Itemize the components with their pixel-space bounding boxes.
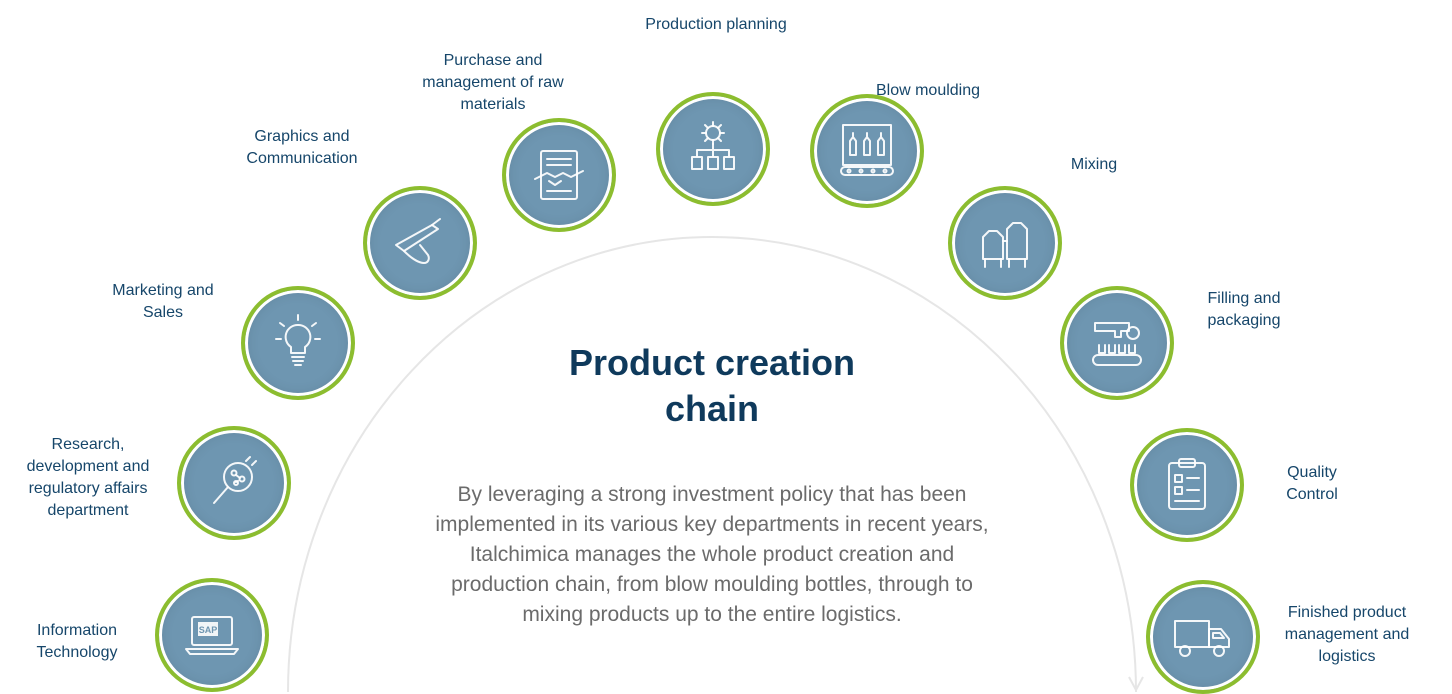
- laptop-screen-text: SAP: [199, 625, 218, 635]
- step-label-purchase: Purchase and management of raw materials: [422, 52, 564, 113]
- step-label-graphics: Graphics and Communication: [246, 128, 358, 167]
- step-label-marketing: Marketing and Sales: [112, 282, 214, 321]
- lightbulb-icon: [275, 314, 321, 366]
- step-circle-information-technology: SAP: [155, 578, 269, 692]
- diagram-title: Product creation chain: [568, 342, 856, 429]
- step-circle-purchase: [502, 118, 616, 232]
- step-label-blow-moulding: Blow moulding: [875, 82, 981, 99]
- step-circle-mixing: [948, 186, 1062, 300]
- step-label-filling: Filling and packaging: [1207, 290, 1281, 329]
- arc-arrowhead: [1128, 676, 1144, 692]
- clipboard-checklist-icon: [1168, 458, 1206, 510]
- step-label-mixing: Mixing: [1070, 156, 1118, 173]
- step-circle-filling: [1060, 286, 1174, 400]
- step-label-information-technology: Information Technology: [36, 622, 118, 661]
- bottle-conveyor-icon: [840, 124, 894, 176]
- gear-flowchart-icon: [691, 121, 735, 170]
- step-circle-blow-moulding: [810, 94, 924, 208]
- step-circle-logistics: [1146, 580, 1260, 694]
- truck-icon: [1174, 620, 1230, 657]
- filling-machine-icon: [1092, 322, 1142, 366]
- mixing-tanks-icon: [982, 222, 1028, 268]
- step-circle-graphics: [363, 186, 477, 300]
- step-label-research: Research, development and regulatory aff…: [26, 436, 150, 519]
- handshake-document-icon: [534, 150, 584, 200]
- laptop-sap-icon: SAP: [185, 616, 239, 655]
- step-circle-marketing: [241, 286, 355, 400]
- hand-pen-icon: [395, 218, 441, 264]
- diagram-description: By leveraging a strong investment policy…: [435, 483, 989, 626]
- step-label-logistics: Finished product management and logistic…: [1284, 604, 1410, 665]
- step-label-quality-control: Quality Control: [1286, 464, 1338, 503]
- step-circle-research: [177, 426, 291, 540]
- step-circle-production-planning: [656, 92, 770, 206]
- step-label-production-planning: Production planning: [645, 16, 787, 33]
- magnifier-molecule-icon: [213, 456, 257, 504]
- step-circle-quality-control: [1130, 428, 1244, 542]
